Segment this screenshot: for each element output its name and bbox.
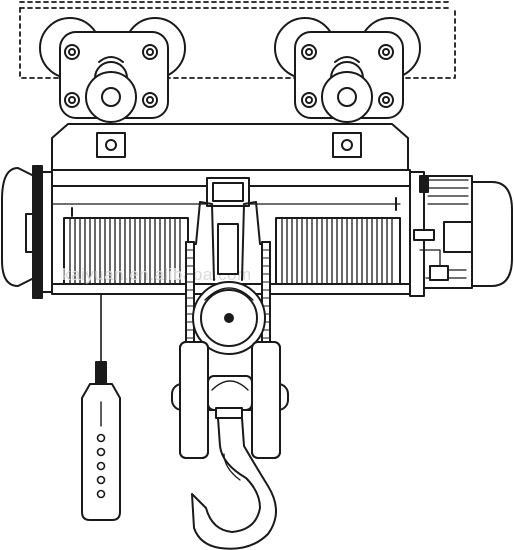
rope-windings-left: [63, 217, 189, 285]
pendant-control: [81, 293, 121, 521]
top-frame: [51, 123, 409, 171]
trolley-right: [274, 17, 421, 123]
watermark: kaiyuan.en.alibaba.com: [62, 265, 252, 284]
rope-guide: [187, 201, 269, 281]
trolley-left: [39, 17, 186, 123]
rope-windings-right: [275, 217, 401, 285]
right-motor: [409, 171, 513, 297]
hook-block: [171, 341, 289, 459]
crane-hook: [191, 417, 277, 550]
i-beam-rail: [19, 1, 456, 79]
upper-pulley: [192, 281, 266, 355]
left-motor-housing: [1, 165, 53, 299]
